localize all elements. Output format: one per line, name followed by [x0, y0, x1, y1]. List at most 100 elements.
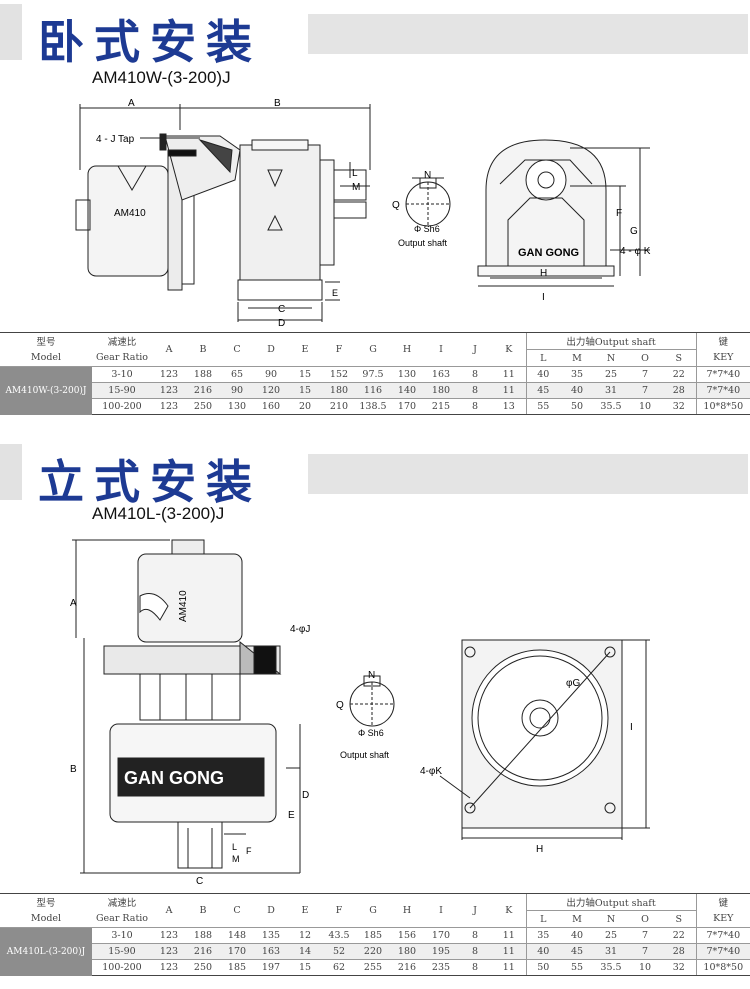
horizontal-mount-drawing: A B C D E L M N Q F G H I 4 - J Tap AM41…	[75, 98, 651, 329]
header-ratio-en: Gear Ratio	[95, 352, 149, 364]
table-cell: 180	[322, 382, 356, 399]
dim-l-label: L	[352, 168, 358, 179]
table-cell: 40	[525, 366, 560, 383]
header-col: B	[186, 332, 220, 367]
table-cell: 35	[525, 927, 560, 944]
header-col: H	[390, 893, 424, 928]
shaft-fit-label: Φ Sh6	[414, 224, 440, 234]
header-col: G	[356, 893, 390, 928]
table-cell: 14	[288, 943, 322, 960]
table-cell: 62	[322, 959, 356, 976]
header-shaft-col: L	[525, 349, 560, 367]
table-cell: 170	[390, 398, 424, 415]
table-cell: 35	[560, 366, 594, 383]
dim-a-label: A	[70, 598, 77, 609]
dim-e-label: E	[332, 288, 338, 298]
table-cell: 195	[424, 943, 458, 960]
header-shaft-col: N	[594, 910, 628, 928]
table-cell: 7	[628, 927, 662, 944]
table-cell: 156	[390, 927, 424, 944]
table-cell: 10*8*50	[695, 959, 750, 976]
dim-f-label: F	[246, 846, 252, 856]
header-col: I	[424, 893, 458, 928]
header-col: D	[254, 332, 288, 367]
section1-left-bar	[0, 4, 22, 60]
table-cell: 100-200	[92, 398, 152, 415]
table-cell: 163	[424, 366, 458, 383]
header-col: K	[492, 893, 526, 928]
table-cell: 216	[186, 382, 220, 399]
table-cell: 65	[220, 366, 254, 383]
table-cell: 160	[254, 398, 288, 415]
table-cell: 8	[458, 943, 492, 960]
dim-q-label: Q	[392, 200, 400, 211]
header-key-en: KEY	[695, 910, 750, 928]
header-key-en: KEY	[695, 349, 750, 367]
table-cell: 10	[628, 398, 662, 415]
header-model-en: Model	[30, 352, 62, 364]
table-cell: 28	[662, 943, 697, 960]
header-key-cn: 键	[695, 893, 750, 911]
section1-spec-table: 型号 减速比 A B C D E F G H I J K 出力轴Output s…	[0, 332, 750, 415]
table-cell: 197	[254, 959, 288, 976]
section2-header: 立式安装	[0, 444, 750, 509]
table-cell: 185	[356, 927, 390, 944]
table-cell: 45	[525, 382, 560, 399]
dim-n-label: N	[424, 170, 431, 181]
table-cell: 55	[560, 959, 594, 976]
table-cell: 170	[220, 943, 254, 960]
table-cell: 180	[424, 382, 458, 399]
table-cell: 7*7*40	[695, 366, 750, 383]
table-cell: 220	[356, 943, 390, 960]
table-cell: 215	[424, 398, 458, 415]
table-cell: 10	[628, 959, 662, 976]
dim-i-label: I	[542, 292, 545, 303]
table-cell: 35.5	[594, 959, 628, 976]
table-cell: 216	[186, 943, 220, 960]
table-cell: 7	[628, 382, 662, 399]
table-cell: 43.5	[322, 927, 356, 944]
table-row: 15-90 123 216 90 120 15 180 116 140 180 …	[0, 382, 750, 399]
dim-m-label: M	[232, 854, 240, 864]
header-col: E	[288, 332, 322, 367]
header-output-shaft-cn: 出力轴	[566, 337, 595, 348]
table-cell: 35.5	[594, 398, 628, 415]
model-cell: AM410L-(3-200)J	[0, 927, 92, 976]
section1-header: 卧式安装	[0, 4, 750, 69]
dim-g-label: φG	[566, 678, 580, 689]
table-cell: 15	[288, 382, 322, 399]
header-shaft-col: N	[594, 349, 628, 367]
table-cell: 45	[560, 943, 594, 960]
table-cell: 22	[662, 927, 697, 944]
section2-left-bar	[0, 444, 22, 500]
header-model-en: Model	[30, 913, 62, 925]
model-cell: AM410W-(3-200)J	[0, 366, 92, 415]
dim-b-label: B	[274, 98, 281, 109]
table-cell: 15-90	[92, 943, 152, 960]
table-cell: 163	[254, 943, 288, 960]
dim-n-label: N	[368, 670, 375, 681]
table-cell: 15	[288, 959, 322, 976]
table-cell: 31	[594, 943, 628, 960]
tap-label: 4-φJ	[290, 624, 310, 635]
table-cell: 152	[322, 366, 356, 383]
table-cell: 123	[152, 943, 186, 960]
header-ratio-en: Gear Ratio	[95, 913, 149, 925]
table-cell: 52	[322, 943, 356, 960]
header-col: A	[152, 893, 186, 928]
table-cell: 170	[424, 927, 458, 944]
table-cell: 188	[186, 366, 220, 383]
table-cell: 11	[492, 382, 526, 399]
dim-e-label: E	[288, 810, 295, 821]
dim-c-label: C	[196, 876, 203, 887]
header-col: E	[288, 893, 322, 928]
table-cell: 22	[662, 366, 697, 383]
dim-i-label: I	[630, 722, 633, 733]
dim-d-label: D	[302, 790, 309, 801]
table-cell: 120	[254, 382, 288, 399]
motor-badge: AM410	[178, 590, 189, 622]
dim-l-label: L	[232, 842, 237, 852]
table-cell: 20	[288, 398, 322, 415]
dim-h-label: H	[540, 268, 547, 279]
section1-title-bar	[308, 14, 748, 54]
